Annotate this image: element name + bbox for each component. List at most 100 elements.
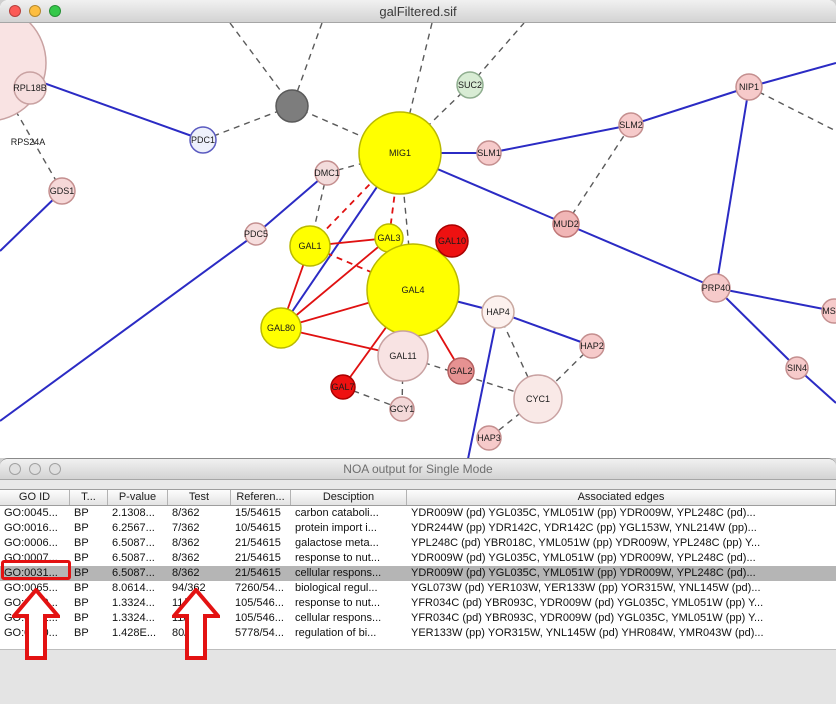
table-cell: 8/362	[172, 567, 200, 579]
column-header-desciption[interactable]: Desciption	[291, 490, 407, 505]
graph-edge-slm2-nip1[interactable]	[630, 86, 750, 126]
graph-node-gray-node[interactable]	[275, 89, 309, 123]
graph-node-msl1[interactable]	[821, 298, 836, 324]
table-cell: 8.0614...	[112, 582, 155, 594]
table-cell: response to nut...	[295, 597, 380, 609]
graph-node-gal4[interactable]	[366, 243, 460, 337]
table-cell: 80/362	[172, 627, 206, 639]
table-cell: BP	[74, 627, 89, 639]
table-cell: 10/54615	[235, 522, 281, 534]
table-cell: 6.5087...	[112, 537, 155, 549]
graph-edge-pdc5-dmc1[interactable]	[255, 172, 328, 235]
table-cell: YER133W (pp) YOR315W, YNL145W (pd) YHR08…	[411, 627, 764, 639]
close-button[interactable]	[9, 5, 21, 17]
graph-node-gds1[interactable]	[48, 177, 76, 205]
graph-node-mud2[interactable]	[552, 210, 580, 238]
minimize-button[interactable]	[29, 5, 41, 17]
table-cell: galactose meta...	[295, 537, 379, 549]
column-header-go-id[interactable]: GO ID	[0, 490, 70, 505]
graph-node-suc2[interactable]	[456, 71, 484, 99]
column-header-p-value[interactable]: P-value	[108, 490, 168, 505]
table-cell: 6.5087...	[112, 552, 155, 564]
graph-node-gal7[interactable]	[330, 374, 356, 400]
graph-node-nip1[interactable]	[735, 73, 763, 101]
graph-node-rps24a-big[interactable]	[0, 23, 47, 121]
graph-edge-hap4-off[interactable]	[467, 311, 499, 458]
minimize-button[interactable]	[29, 463, 41, 475]
table-cell: BP	[74, 522, 89, 534]
table-cell: BP	[74, 537, 89, 549]
graph-edge-mud2-slm2[interactable]	[565, 124, 632, 225]
graph-node-hap2[interactable]	[579, 333, 605, 359]
graph-node-slm2[interactable]	[618, 112, 644, 138]
graph-node-prp40[interactable]	[701, 273, 731, 303]
table-cell: YPL248C (pd) YBR018C, YML051W (pp) YDR00…	[411, 537, 761, 549]
graph-edge-nip1-prp40[interactable]	[715, 86, 750, 289]
table-cell: 6.5087...	[112, 567, 155, 579]
column-header-associated-edges[interactable]: Associated edges	[407, 490, 836, 505]
column-header-t[interactable]: T...	[70, 490, 108, 505]
table-cell: 1.3324...	[112, 597, 155, 609]
traffic-lights	[9, 463, 61, 475]
graph-node-slm1[interactable]	[476, 140, 502, 166]
graph-node-gcy1[interactable]	[389, 396, 415, 422]
table-cell: 7/362	[172, 522, 200, 534]
graph-node-dmc1[interactable]	[314, 160, 340, 186]
graph-edge-slm1-slm2[interactable]	[488, 124, 632, 154]
graph-edge-gray-node-mig1[interactable]	[291, 105, 401, 154]
graph-node-gal80[interactable]	[260, 307, 302, 349]
graph-edge-gds1-off[interactable]	[0, 190, 63, 252]
table-cell: 1.428E...	[112, 627, 157, 639]
table-cell: GO:0065...	[4, 582, 58, 594]
network-svg: RPL18BGDS1PDC1MIG1SUC2SLM1SLM2NIP1DMC1MU…	[0, 23, 836, 458]
graph-node-hap4[interactable]	[481, 295, 515, 329]
zoom-button[interactable]	[49, 5, 61, 17]
zoom-button[interactable]	[49, 463, 61, 475]
noa-window-titlebar[interactable]: NOA output for Single Mode	[0, 459, 836, 480]
graph-node-gal2[interactable]	[447, 357, 475, 385]
graph-edge-pdc5-off[interactable]	[0, 233, 257, 422]
column-header-referen[interactable]: Referen...	[231, 490, 291, 505]
table-cell: 11/362	[172, 597, 205, 609]
table-cell: 8/362	[172, 537, 200, 549]
graph-edge-nip1-off[interactable]	[748, 86, 836, 132]
graph-node-gal1[interactable]	[289, 225, 331, 267]
window-title: galFiltered.sif	[379, 3, 457, 19]
graph-node-gal10[interactable]	[435, 224, 469, 258]
graph-edge-off-gray-node[interactable]	[291, 23, 323, 107]
graph-edge-prp40-sin4[interactable]	[715, 287, 798, 369]
graph-edge-mud2-prp40[interactable]	[565, 223, 717, 289]
graph-node-pdc5[interactable]	[244, 222, 268, 246]
table-cell: 8/362	[172, 552, 200, 564]
column-header-test[interactable]: Test	[168, 490, 231, 505]
window-title: NOA output for Single Mode	[343, 462, 493, 476]
graph-node-gal11[interactable]	[377, 330, 429, 382]
graph-node-cyc1[interactable]	[513, 374, 563, 424]
close-button[interactable]	[9, 463, 21, 475]
table-cell: GO:0031...	[4, 567, 58, 579]
graph-edge-nip1-off[interactable]	[748, 62, 836, 88]
table-cell: BP	[74, 597, 89, 609]
graph-edge-gal80-gal3[interactable]	[280, 237, 390, 329]
network-window-titlebar[interactable]: galFiltered.sif	[0, 0, 836, 23]
graph-node-rpl18b[interactable]	[13, 71, 47, 105]
table-cell: response to nut...	[295, 552, 380, 564]
table-cell: 7260/54...	[235, 582, 284, 594]
graph-node-sin4[interactable]	[785, 356, 809, 380]
graph-node-mig1[interactable]	[358, 111, 442, 195]
graph-node-hap3[interactable]	[476, 425, 502, 451]
table-cell: 5778/54...	[235, 627, 284, 639]
graph-edge-prp40-msl1[interactable]	[715, 287, 835, 312]
graph-node-pdc1[interactable]	[189, 126, 217, 154]
